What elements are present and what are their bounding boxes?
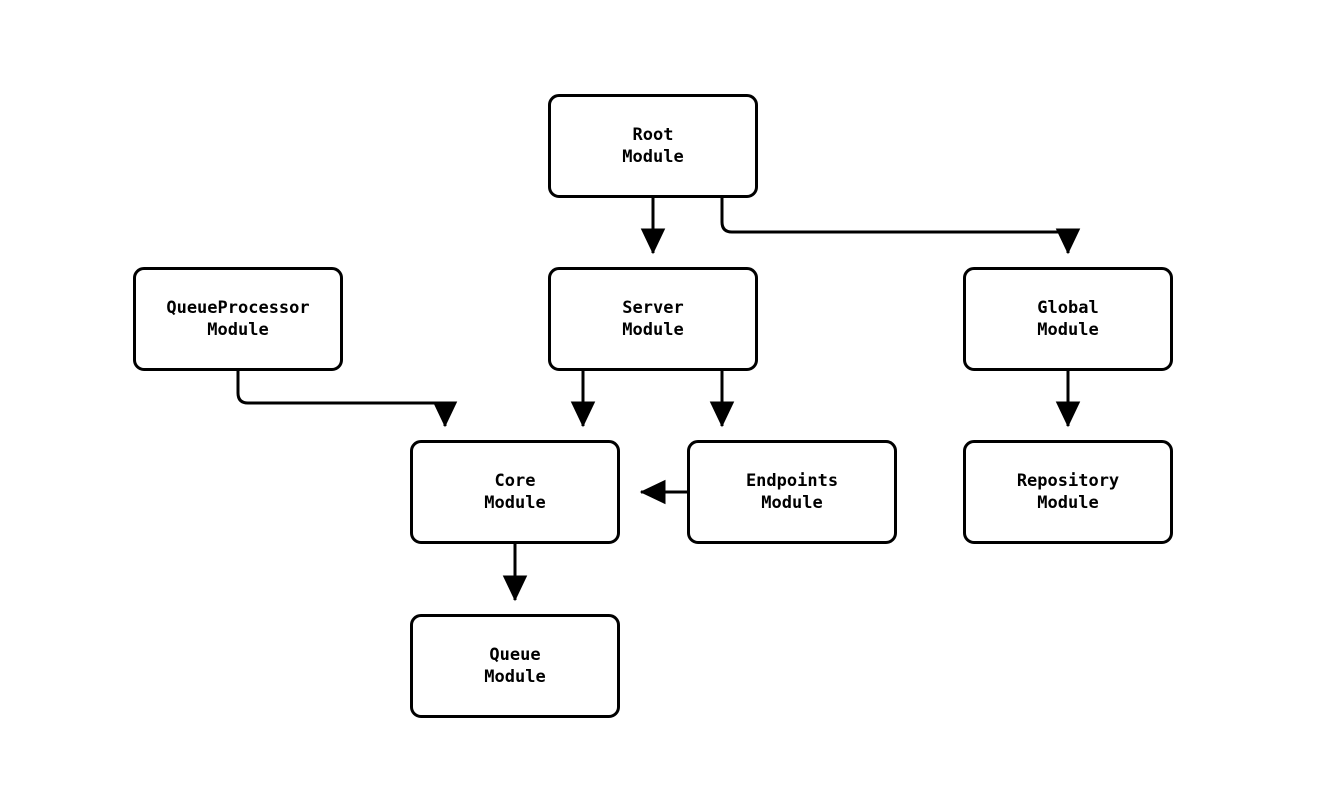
node-endpoints-module[interactable]: Endpoints Module (687, 440, 897, 544)
node-global-module-title: Global (1037, 298, 1099, 318)
node-queueprocessor-module-subtitle: Module (207, 320, 269, 340)
edges-group (236, 198, 1081, 602)
node-repository-module-title: Repository (1016, 471, 1120, 491)
node-server-module-subtitle: Module (622, 320, 684, 340)
node-global-module-subtitle: Module (1037, 320, 1099, 340)
node-queue-module-title: Queue (489, 645, 541, 665)
node-queueprocessor-module[interactable]: QueueProcessor Module (133, 267, 343, 371)
node-core-module-title: Core (494, 471, 536, 491)
node-queueprocessor-module-title: QueueProcessor (166, 298, 310, 318)
node-root-module[interactable]: Root Module (548, 94, 758, 198)
node-server-module[interactable]: Server Module (548, 267, 758, 371)
node-root-module-subtitle: Module (622, 147, 684, 167)
node-global-module[interactable]: Global Module (963, 267, 1173, 371)
node-endpoints-module-subtitle: Module (761, 493, 823, 513)
edge-queueprocessor-to-core (236, 371, 458, 428)
node-endpoints-module-title: Endpoints (745, 471, 839, 491)
node-core-module[interactable]: Core Module (410, 440, 620, 544)
node-queue-module[interactable]: Queue Module (410, 614, 620, 718)
node-server-module-title: Server (622, 298, 684, 318)
node-repository-module[interactable]: Repository Module (963, 440, 1173, 544)
node-repository-module-subtitle: Module (1037, 493, 1099, 513)
node-queue-module-subtitle: Module (484, 667, 546, 687)
node-core-module-subtitle: Module (484, 493, 546, 513)
edge-root-to-global (720, 198, 1081, 255)
node-root-module-title: Root (632, 125, 674, 145)
